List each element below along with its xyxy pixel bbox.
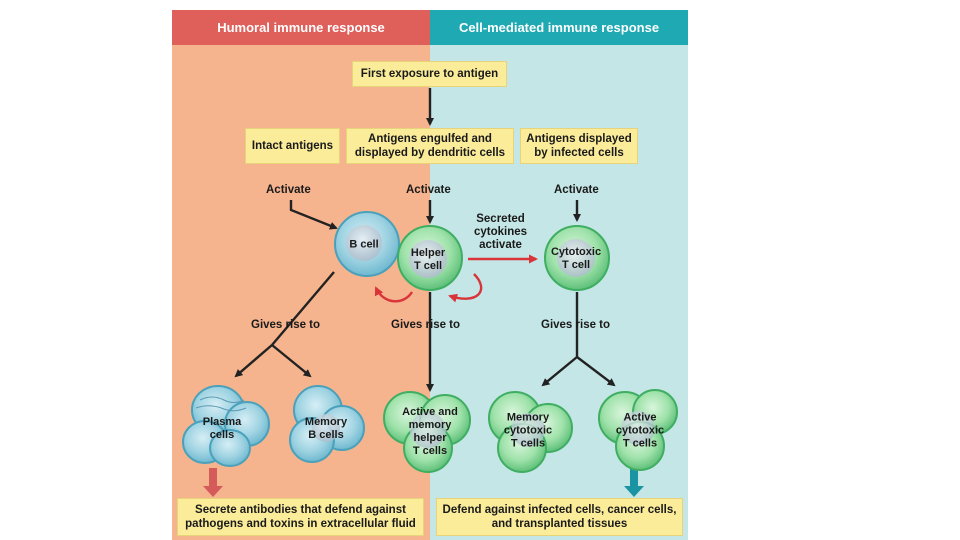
cell-label-memory-b: Memory B cells: [304, 416, 348, 441]
label-activate-infected: Activate: [554, 184, 599, 196]
cell-label-helper-t: Helper T cell: [410, 247, 446, 272]
arrow-to-memory-b: [271, 344, 312, 378]
cytokine-curl-to-helper: [448, 273, 483, 303]
cell-label-b: B cell: [349, 238, 379, 251]
label-gives-rise-cytotoxic: Gives rise to: [541, 319, 611, 331]
memory-b-cells: [289, 385, 365, 463]
arrow-to-plasma: [234, 344, 273, 378]
label-activate-engulfed: Activate: [406, 184, 451, 196]
label-gives-rise-helper: Gives rise to: [391, 319, 461, 331]
plasma-cells: [182, 385, 270, 467]
cell-label-active-memory-helper: Active and memory helper T cells: [402, 406, 458, 457]
cytokine-curl-to-bcell: [374, 286, 414, 303]
humoral-header: Humoral immune response: [172, 10, 430, 45]
arrow-intact-to-bcell: [289, 200, 338, 230]
cytotoxic-t-cell: [544, 225, 610, 291]
box-intact-antigens: Intact antigens: [245, 128, 340, 164]
flow-arrows: [234, 88, 616, 392]
helper-t-cell: [397, 225, 463, 291]
line-bcell-down: [271, 271, 335, 346]
b-cell: [334, 211, 400, 277]
box-secrete-antibodies: Secrete antibodies that defend against p…: [177, 498, 424, 536]
label-secreted-cytokines: Secreted cytokines activate: [474, 213, 528, 251]
label-activate-intact: Activate: [266, 184, 311, 196]
box-antigens-engulfed: Antigens engulfed and displayed by dendr…: [346, 128, 514, 164]
cytokine-arrows: [374, 254, 538, 303]
cell-mediated-header: Cell-mediated immune response: [430, 10, 688, 45]
output-arrows: [203, 468, 644, 497]
cell-label-memory-cytotoxic: Memory cytotoxic T cells: [503, 411, 553, 450]
cell-label-plasma: Plasma cells: [202, 416, 242, 441]
cell-label-cytotoxic-t: Cytotoxic T cell: [550, 246, 602, 271]
active-cytotoxic-t-cells: [598, 389, 678, 471]
label-gives-rise-b: Gives rise to: [251, 319, 321, 331]
box-antigens-displayed-infected: Antigens displayed by infected cells: [520, 128, 638, 164]
arrow-to-active-cytotoxic: [576, 356, 616, 387]
arrow-to-memory-cytotoxic: [541, 356, 578, 387]
active-memory-helper-t-cells: [383, 391, 471, 473]
memory-cytotoxic-t-cells: [488, 391, 573, 473]
cell-label-active-cytotoxic: Active cytotoxic T cells: [615, 411, 665, 450]
box-first-exposure: First exposure to antigen: [352, 61, 507, 87]
box-defend-against: Defend against infected cells, cancer ce…: [436, 498, 683, 536]
